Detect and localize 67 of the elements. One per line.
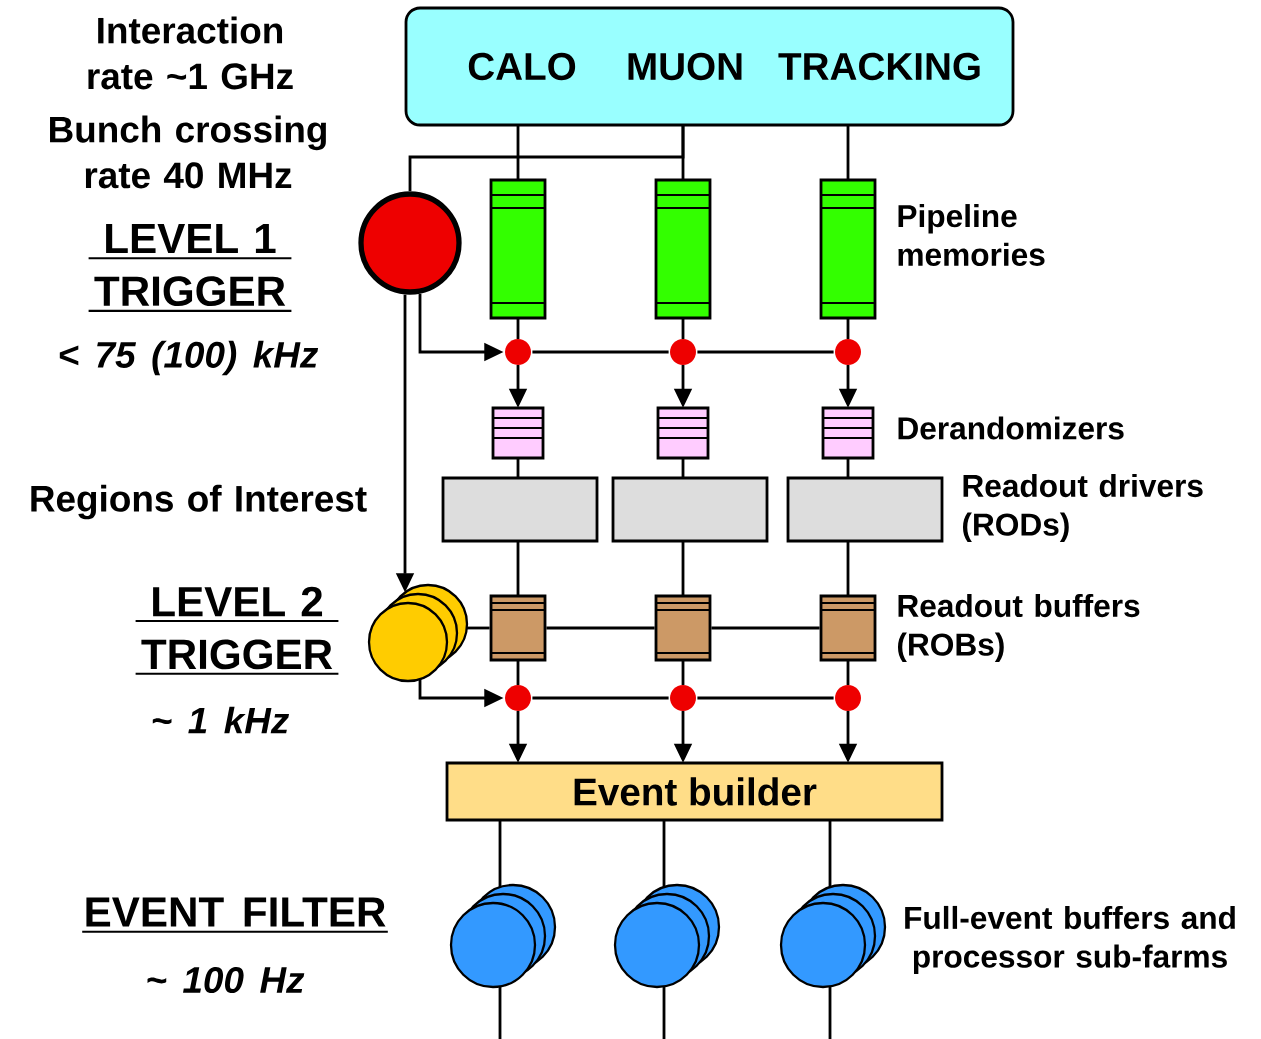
trigger-circle	[358, 191, 462, 295]
connector-line	[662, 986, 666, 1039]
connector-line	[516, 541, 520, 596]
connector-line	[681, 541, 685, 596]
stage-heading: LEVEL 2 TRIGGER	[135, 586, 339, 675]
pipeline-memory	[819, 178, 877, 320]
detector-box: CALO MUON TRACKING	[404, 6, 1015, 127]
connector-line	[846, 458, 850, 478]
signal-label: Regions of Interest	[31, 484, 367, 520]
junction-dot	[505, 339, 531, 365]
derandomizer-box	[656, 406, 710, 460]
part-label: Derandomizers	[898, 416, 1124, 440]
connector-line	[532, 696, 669, 700]
connector-line	[467, 626, 490, 630]
junction-dot	[670, 339, 696, 365]
connector-line	[498, 986, 502, 1039]
connector-line	[662, 820, 666, 888]
junction-dot	[670, 685, 696, 711]
connector-line	[516, 660, 520, 685]
readout-driver-box	[786, 476, 944, 543]
pipeline-memory	[654, 178, 712, 320]
rate-label: ~ 1 kHz	[152, 706, 290, 734]
connector-line	[697, 696, 834, 700]
derandomizer-box	[491, 406, 545, 460]
event-builder-box: Event builder	[445, 761, 944, 822]
connector-line	[681, 660, 685, 685]
readout-buffer-box	[819, 594, 877, 662]
junction-dot	[835, 685, 861, 711]
readout-driver-box	[611, 476, 769, 543]
trigger-stack	[367, 583, 469, 683]
stage-heading: LEVEL 1 TRIGGER	[88, 223, 292, 312]
stage-heading: EVENT FILTER	[82, 897, 388, 933]
connector-line	[846, 660, 850, 685]
connector-line	[828, 986, 832, 1039]
connector-line	[681, 458, 685, 478]
rate-label: Interaction rate ~1 GHz	[88, 16, 293, 90]
rate-label: < 75 (100) kHz	[59, 340, 319, 376]
readout-buffer-box	[489, 594, 547, 662]
readout-driver-box	[441, 476, 599, 543]
processor-stack	[779, 883, 887, 989]
rate-label: Bunch crossing rate 40 MHz	[50, 115, 326, 189]
part-label: Readout drivers (RODs)	[963, 473, 1203, 543]
processor-stack	[613, 883, 721, 989]
connector-line	[697, 350, 834, 354]
connector-line	[846, 541, 850, 596]
part-label: Pipeline memories	[898, 204, 1045, 266]
connector-line	[546, 626, 655, 630]
connector-line	[516, 125, 520, 180]
junction-dot	[835, 339, 861, 365]
readout-buffer-box	[654, 594, 712, 662]
connector-line	[828, 820, 832, 888]
connector-line	[711, 626, 820, 630]
connector-line	[498, 820, 502, 888]
pipeline-memory	[489, 178, 547, 320]
connector-line	[516, 318, 520, 339]
connector-line	[408, 125, 685, 191]
junction-dot	[505, 685, 531, 711]
connector-line	[681, 318, 685, 339]
part-label: Readout buffers (ROBs)	[898, 593, 1140, 663]
connector-line	[846, 125, 850, 180]
rate-label: ~ 100 Hz	[147, 966, 305, 994]
connector-line	[846, 318, 850, 339]
connector-line	[532, 350, 669, 354]
part-label: Full-event buffers and processor sub-farms	[905, 905, 1235, 975]
processor-stack	[449, 883, 557, 989]
derandomizer-box	[821, 406, 875, 460]
connector-line	[516, 458, 520, 478]
